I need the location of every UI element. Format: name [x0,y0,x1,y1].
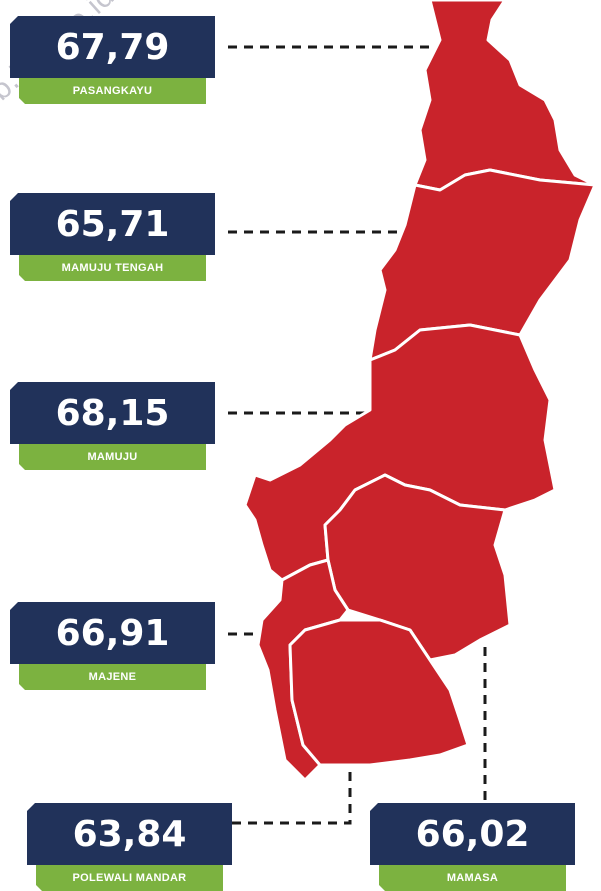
region-label: Mamuju [19,444,206,470]
region-value: 66,02 [370,803,575,865]
region-card-majene: 66,91 Majene [10,602,215,690]
region-card-mamuju: 68,15 Mamuju [10,382,215,470]
region-label: Polewali Mandar [36,865,223,891]
region-value: 65,71 [10,193,215,255]
region-pasangkayu [413,0,597,192]
region-value: 67,79 [10,16,215,78]
region-polewali-mandar [288,618,470,767]
region-value: 66,91 [10,602,215,664]
region-label: Mamuju Tengah [19,255,206,281]
leader-line-polewali-mandar [232,765,352,825]
region-card-pasangkayu: 67,79 Pasangkayu [10,16,215,104]
region-card-mamasa: 66,02 Mamasa [370,803,575,891]
region-label: Mamasa [379,865,566,891]
region-label: Pasangkayu [19,78,206,104]
region-value: 63,84 [27,803,232,865]
region-card-mamuju-tengah: 65,71 Mamuju Tengah [10,193,215,281]
region-label: Majene [19,664,206,690]
region-card-polewali-mandar: 63,84 Polewali Mandar [27,803,232,891]
region-value: 68,15 [10,382,215,444]
